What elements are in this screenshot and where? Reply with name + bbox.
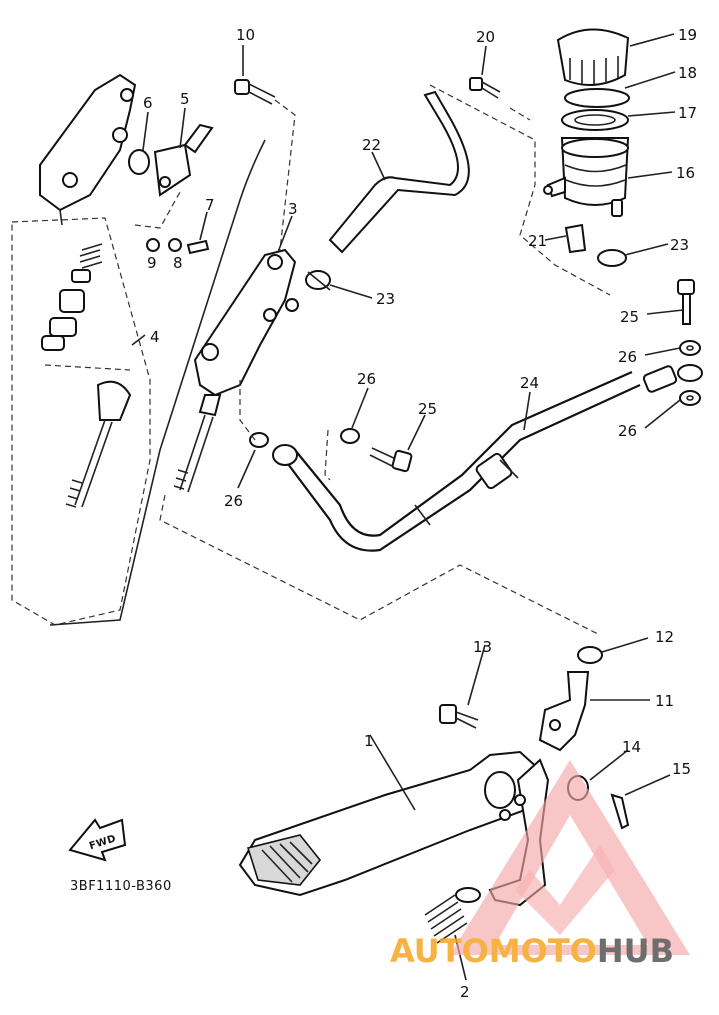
brake-hose-24 [272, 364, 703, 552]
leader-lines [131, 33, 684, 981]
screw-20 [469, 77, 501, 99]
callout-15: 15 [672, 760, 691, 778]
callout-8: 8 [173, 254, 183, 272]
fwd-arrow-icon: FWD [68, 818, 127, 862]
callout-21: 21 [528, 232, 547, 250]
callout-25-right: 25 [620, 308, 639, 326]
svg-text:AUTOMOTOHUB: AUTOMOTOHUB [390, 932, 674, 970]
clevis-11-12 [538, 646, 603, 752]
bolt-25-right [677, 279, 695, 325]
master-cylinder-3 [173, 248, 299, 493]
watermark-text-automoto: AUTOMOTO [390, 932, 597, 970]
watermark-logo: AUTOMOTOHUB [390, 760, 690, 970]
callout-25-center: 25 [418, 400, 437, 418]
callout-6: 6 [143, 94, 153, 112]
callout-numbers: 10 6 5 7 9 8 3 22 20 19 18 17 16 21 23 2… [143, 26, 697, 1001]
callout-11: 11 [655, 692, 674, 710]
callout-14: 14 [622, 738, 641, 756]
callout-17: 17 [678, 104, 697, 122]
callout-5: 5 [180, 90, 190, 108]
callout-7: 7 [205, 196, 215, 214]
callout-26-a: 26 [618, 348, 637, 366]
joint-assembly [128, 123, 214, 255]
master-cylinder-exploded [39, 73, 137, 508]
callout-2: 2 [460, 983, 470, 1001]
callout-18: 18 [678, 64, 697, 82]
hose-22 [328, 90, 470, 254]
callout-26-c: 26 [357, 370, 376, 388]
callout-26-d: 26 [224, 492, 243, 510]
callout-4: 4 [150, 328, 160, 346]
clamp-23-left [305, 270, 331, 291]
watermark-text-hub: HUB [597, 932, 674, 970]
bolt-13 [439, 704, 479, 729]
callout-19: 19 [678, 26, 697, 44]
kit-outline [11, 217, 151, 626]
callout-1: 1 [364, 732, 374, 750]
washers-26-right [679, 340, 701, 406]
callout-10: 10 [236, 26, 255, 44]
divider-line [49, 139, 266, 626]
reservoir-assembly [543, 28, 630, 267]
callout-22: 22 [362, 136, 381, 154]
cotter-pin-15 [610, 793, 630, 830]
callout-3: 3 [288, 200, 298, 218]
pushrod-connector [159, 380, 601, 636]
callout-26-b: 26 [618, 422, 637, 440]
watermark-triangle [450, 760, 690, 955]
callout-23-left: 23 [376, 290, 395, 308]
callout-20: 20 [476, 28, 495, 46]
callout-16: 16 [676, 164, 695, 182]
reservoir-outline [429, 84, 611, 296]
callout-24: 24 [520, 374, 539, 392]
washers-26-left [249, 428, 360, 448]
spring-2 [424, 887, 481, 944]
callout-12: 12 [655, 628, 674, 646]
callout-23-right: 23 [670, 236, 689, 254]
part-code: 3BF1110-B360 [70, 879, 172, 894]
callout-13: 13 [473, 638, 492, 656]
bolt-25-center [324, 429, 413, 481]
bolt-10 [234, 79, 296, 251]
callout-9: 9 [147, 254, 157, 272]
